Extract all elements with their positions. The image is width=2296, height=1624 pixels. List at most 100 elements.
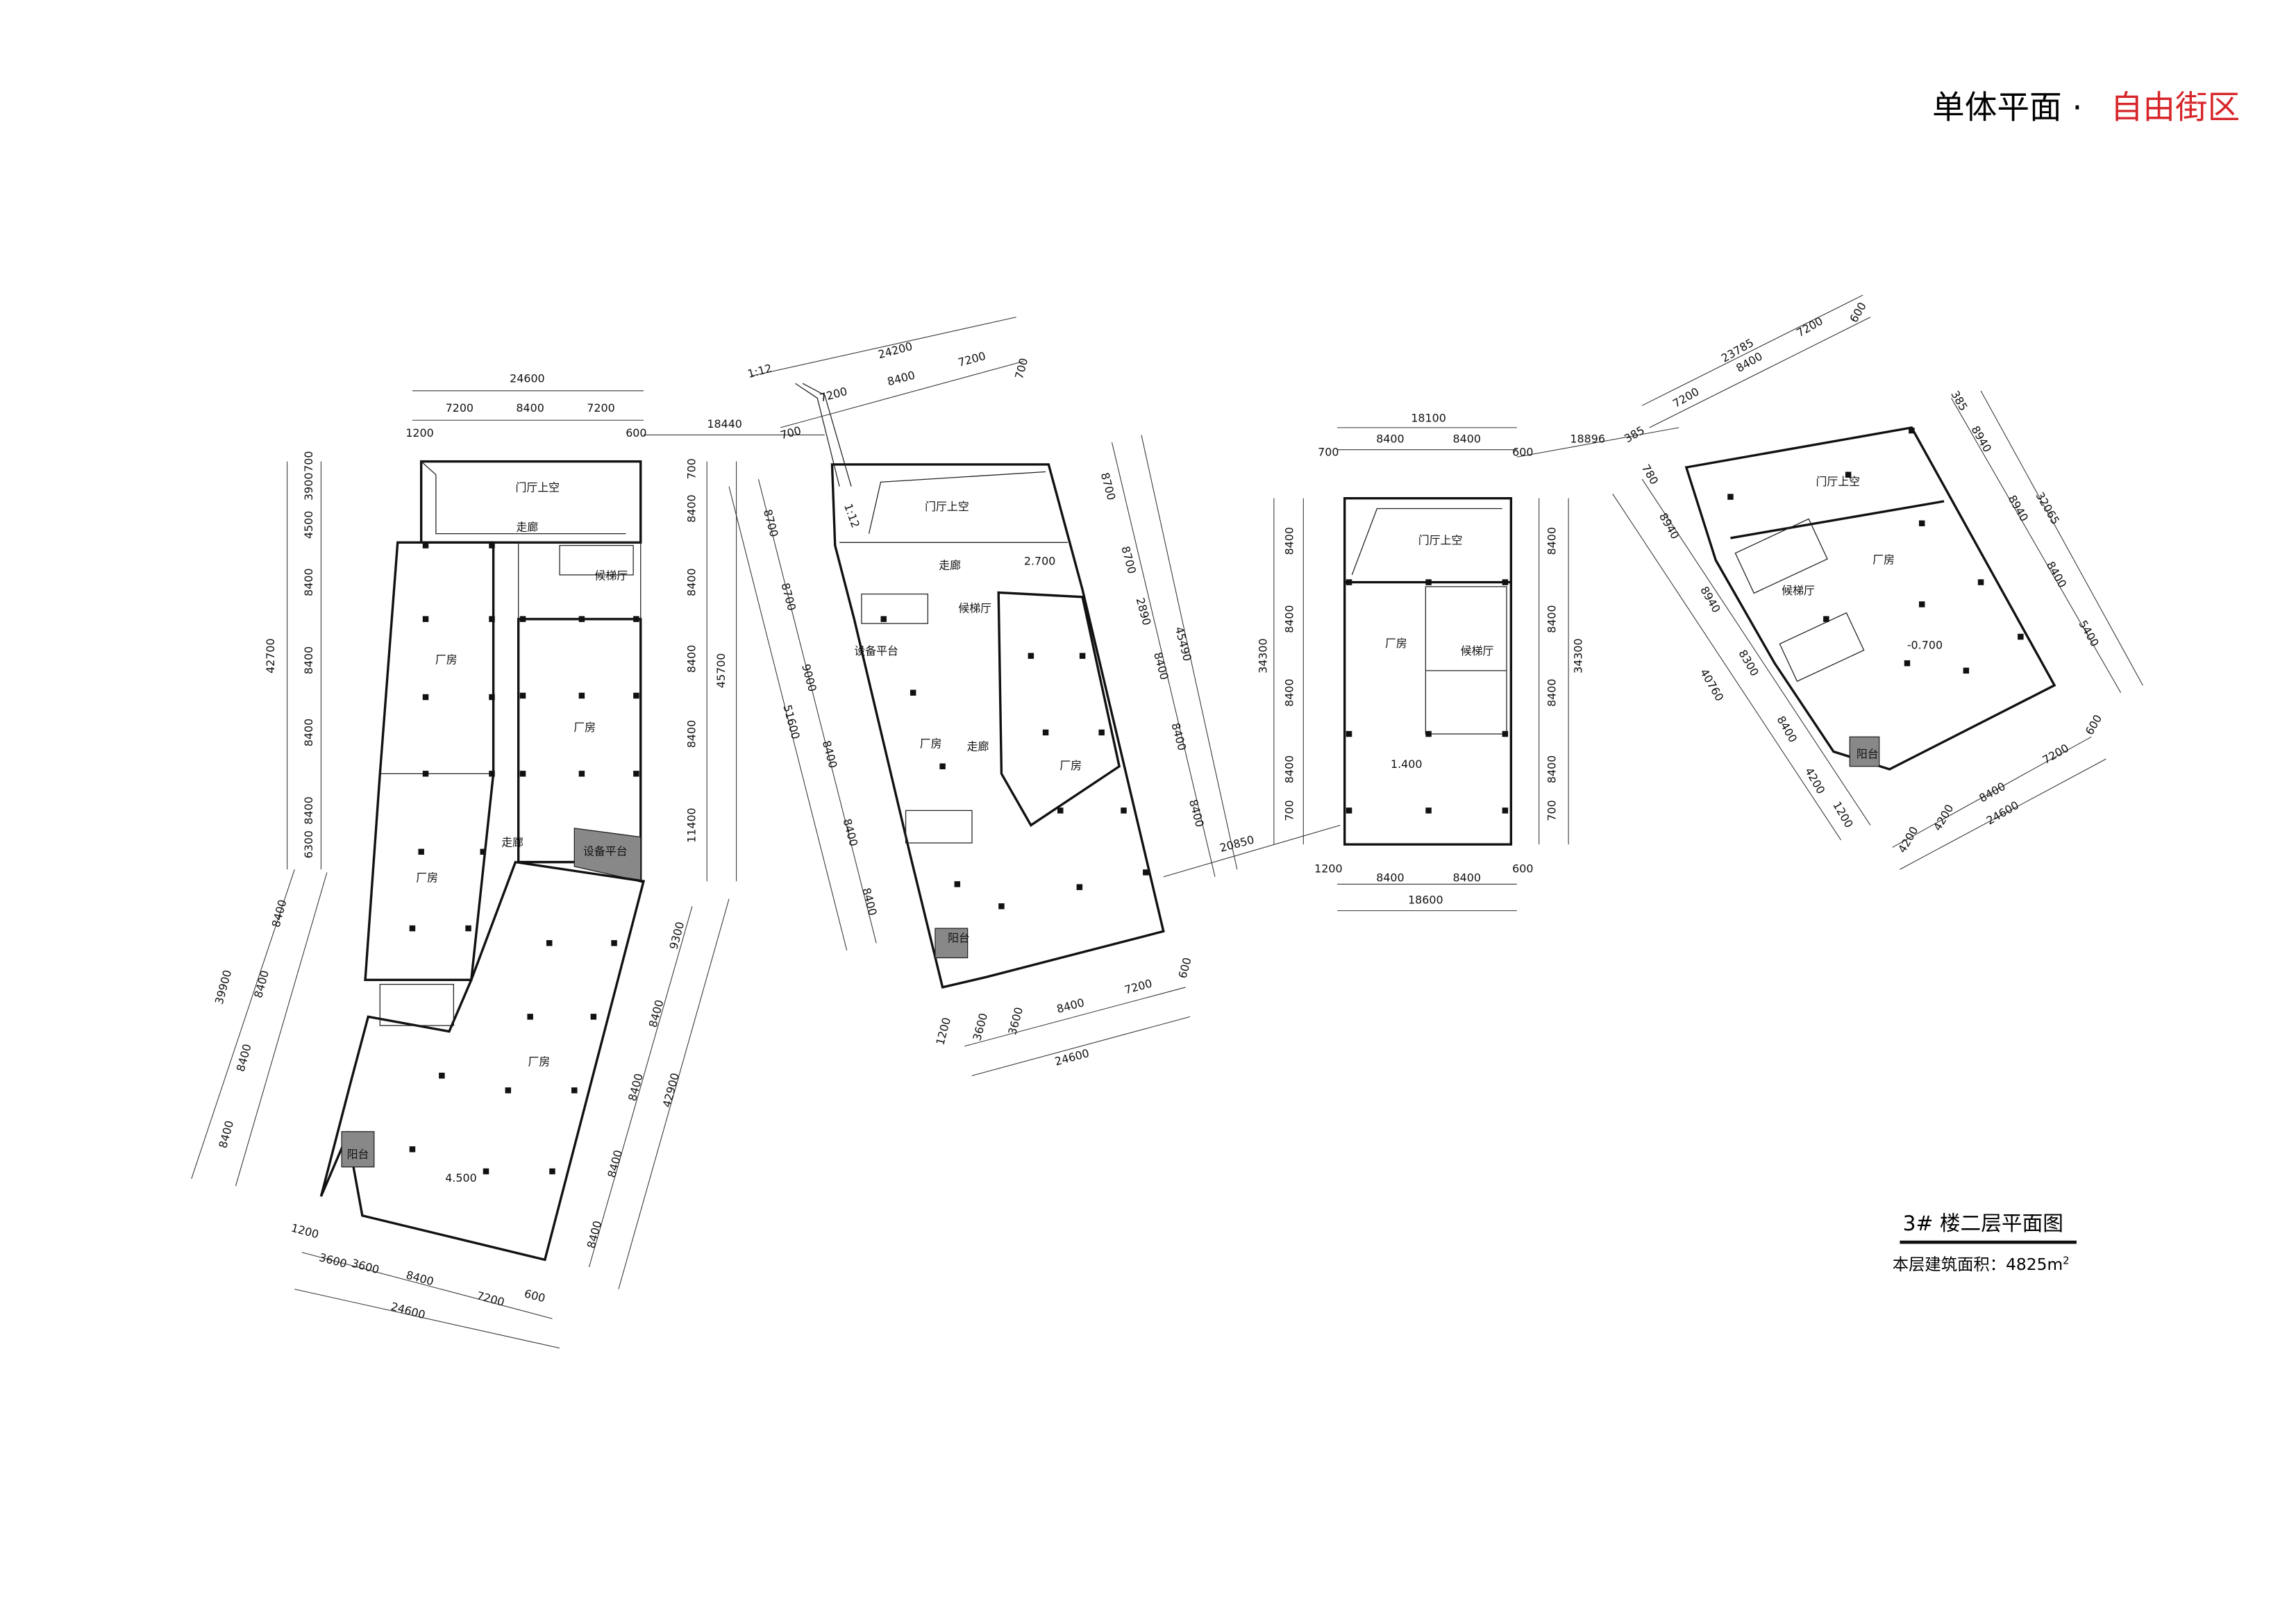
column-marker [1042, 729, 1049, 736]
dimension-label: 1200 [290, 1221, 320, 1241]
dimension-label: 18896 [1570, 432, 1605, 445]
column-marker [633, 771, 639, 777]
room-label: 门厅上空 [1418, 534, 1463, 547]
column-marker [1079, 653, 1086, 659]
column-marker [1904, 660, 1911, 667]
column-marker [578, 616, 585, 622]
column-marker [489, 542, 495, 549]
column-marker [880, 616, 887, 622]
dimension-label: 8400 [269, 898, 290, 929]
dimension-label: 2890 [1134, 596, 1154, 627]
dimension-label: 18440 [707, 417, 742, 430]
dimension-line [757, 478, 877, 944]
floor-area: 本层建筑面积：4825m2 [1893, 1255, 2070, 1274]
dimension-label: 8400 [1283, 678, 1296, 706]
column-marker [1918, 520, 1925, 526]
floor-area-text: 本层建筑面积：4825m [1893, 1255, 2063, 1274]
dimension-line [728, 486, 848, 951]
dimension-label: 8400 [1977, 780, 2008, 805]
dimension-label: 8400 [1453, 871, 1481, 884]
dimension-label: 18100 [1411, 412, 1446, 425]
dimension-line [1641, 478, 1871, 826]
page-title: 单体平面 · [1932, 89, 2082, 126]
dimension-label: 4500 [302, 511, 315, 539]
dimension-label: 8400 [685, 645, 698, 673]
dimension-label: 3600 [1005, 1005, 1025, 1036]
column-marker [1346, 807, 1352, 814]
dimension-label: 39900 [212, 969, 234, 1006]
dimension-line [1900, 758, 2106, 870]
dimension-label: 8400 [251, 969, 271, 999]
dimension-label: 8940 [2006, 493, 2031, 524]
column-marker [1425, 579, 1432, 585]
column-marker [910, 689, 916, 696]
column-marker [1425, 807, 1432, 814]
dimension-line [751, 317, 1016, 377]
dimension-line [1516, 427, 1679, 458]
dimension-label: 385 [1622, 424, 1647, 446]
dimension-label: 8400 [302, 568, 315, 596]
dimension-label: 8400 [1545, 527, 1558, 555]
dimension-label: 700 [1283, 800, 1296, 821]
room-label: 阳台 [1857, 747, 1879, 760]
room-label: 设备平台 [583, 844, 628, 857]
column-marker [1502, 807, 1509, 814]
column-marker [505, 1087, 512, 1094]
dimension-label: 7200 [2040, 742, 2071, 767]
column-marker [1425, 730, 1432, 737]
dimension-label: 7200 [818, 385, 848, 405]
drawing-title: 3# 楼二层平面图 [1903, 1212, 2063, 1236]
dimension-label: 45490 [1173, 626, 1194, 663]
dimension-label: 24600 [1053, 1046, 1091, 1068]
column-marker [1727, 494, 1734, 500]
dimension-label: 8400 [820, 739, 840, 770]
dimension-label: 3600 [350, 1257, 380, 1277]
dimension-label: 8400 [585, 1219, 605, 1250]
dimension-label: 8400 [216, 1119, 236, 1150]
dimension-label: 1200 [405, 426, 433, 440]
dimension-line [1612, 494, 1841, 841]
dimension-label: 8300 [1736, 647, 1761, 678]
room-label: 走廊 [501, 836, 523, 849]
column-marker [1346, 730, 1352, 737]
column-marker [611, 940, 617, 946]
column-marker [483, 1168, 489, 1175]
dimension-label: 51600 [780, 703, 802, 741]
dimension-label: 6300 [302, 830, 315, 858]
dimension-label: 8400 [516, 401, 544, 415]
dimension-label: 8400 [685, 720, 698, 748]
column-marker [519, 771, 526, 777]
column-marker [1963, 667, 1970, 674]
dimension-label: 8400 [302, 646, 315, 674]
dimension-label: 8400 [685, 568, 698, 596]
dimension-line [780, 360, 1024, 428]
dimension-label: 3600 [318, 1250, 349, 1271]
dimension-label: 780 [1639, 462, 1661, 487]
dimension-line [1980, 390, 2143, 686]
dimension-label: 8400 [1283, 755, 1296, 783]
column-marker [954, 881, 961, 887]
dimension-line [588, 906, 693, 1268]
dimension-label: 8400 [1545, 755, 1558, 783]
dimension-label: 42700 [264, 638, 277, 673]
dimension-label: 45700 [714, 653, 728, 689]
dimension-label: 8400 [1187, 798, 1207, 828]
dimension-label: 700 [1012, 357, 1030, 380]
dimension-label: 600 [2083, 712, 2105, 737]
dimension-label: 8400 [646, 998, 667, 1029]
room-label: 设备平台 [854, 644, 898, 658]
column-marker [998, 903, 1005, 910]
dimension-label: 11400 [685, 807, 698, 843]
column-marker [527, 1014, 533, 1020]
dimension-label: 8940 [1657, 510, 1682, 542]
dimension-label: 5400 [2076, 618, 2102, 649]
column-marker [480, 848, 487, 855]
dimension-label: 8700 [1098, 471, 1118, 501]
column-marker [1977, 579, 1984, 585]
room-label: 2.700 [1024, 554, 1056, 567]
dimension-label: 385 [1948, 388, 1970, 413]
dimension-line [964, 987, 1186, 1047]
dimension-label: 8400 [685, 494, 698, 522]
dimension-label: 42900 [660, 1071, 682, 1109]
